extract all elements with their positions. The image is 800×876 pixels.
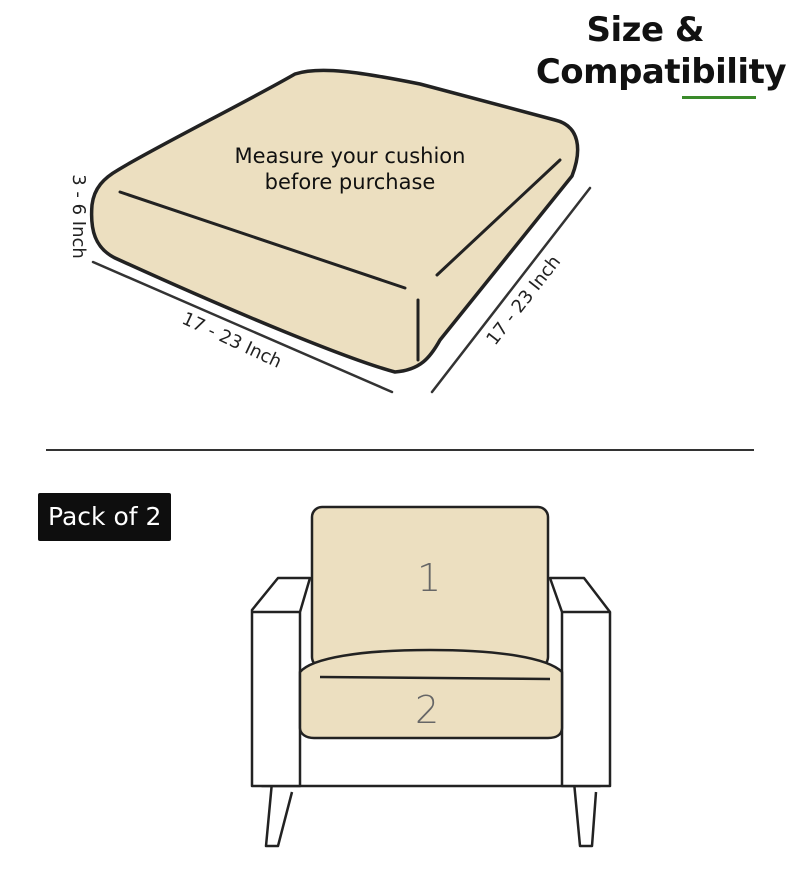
depth-dimension-line xyxy=(430,186,592,394)
cushion-front-seam xyxy=(118,190,407,290)
cushion-instruction: Measure your cushion before purchase xyxy=(190,143,510,195)
chair-leg-right xyxy=(572,781,598,848)
cushion-instruction-line2: before purchase xyxy=(264,170,436,194)
cushion-illustration xyxy=(89,68,580,374)
cushion-instruction-line1: Measure your cushion xyxy=(234,144,466,168)
height-dimension-label: 3 - 6 Inch xyxy=(67,174,89,259)
width-dimension-line xyxy=(91,260,394,394)
seat-cushion-number: 2 xyxy=(415,688,440,732)
title-accent-underline xyxy=(682,96,756,99)
seat-cushion-seam xyxy=(319,675,551,681)
seat-cushion xyxy=(298,648,564,740)
chair-leg-left xyxy=(264,781,294,848)
armchair-illustration xyxy=(250,505,612,848)
cushion-shape xyxy=(89,68,580,374)
cushion-side-seam xyxy=(435,158,562,277)
dimension-lines xyxy=(91,186,592,394)
section-divider xyxy=(46,449,754,451)
title-line-compatibility: Compatibility xyxy=(535,52,787,92)
title-line-size: Size & xyxy=(586,10,705,50)
pack-badge: Pack of 2 xyxy=(38,493,172,541)
back-cushion-number: 1 xyxy=(417,556,442,600)
